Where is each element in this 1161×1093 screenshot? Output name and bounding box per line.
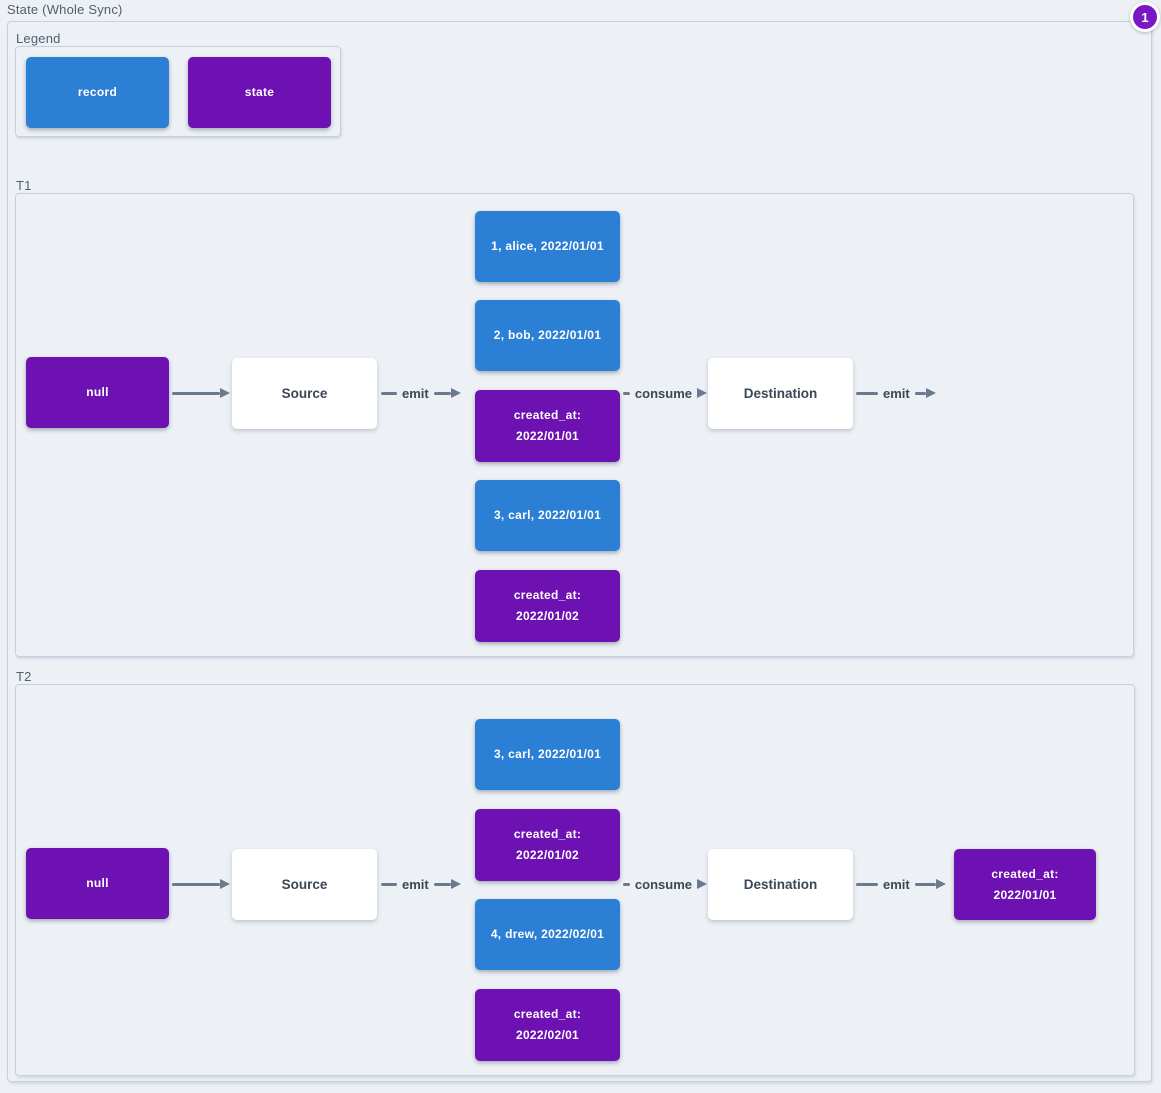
arrow-line <box>381 882 397 886</box>
arrow-line <box>914 882 936 886</box>
t2-output-state-node: created_at: 2022/01/01 <box>954 849 1096 920</box>
annotation-badge[interactable]: 1 <box>1130 2 1160 32</box>
arrowhead-icon <box>936 879 946 889</box>
t1-destination-node: Destination <box>708 358 853 429</box>
arrow-line <box>172 882 220 886</box>
t1-queue-state-2: created_at: 2022/01/02 <box>475 570 620 642</box>
t1-emit-arrow-destination: emit <box>856 385 936 401</box>
emit-label: emit <box>402 876 429 892</box>
t2-queue-record-1: 3, carl, 2022/01/01 <box>475 719 620 790</box>
arrowhead-icon <box>926 388 936 398</box>
section-t1-container <box>15 193 1134 657</box>
section-t2-container <box>15 684 1135 1076</box>
legend-label: Legend <box>16 31 61 46</box>
arrow-line <box>381 391 397 395</box>
section-t2-label: T2 <box>16 669 32 684</box>
t2-emit-arrow-source: emit <box>381 876 461 892</box>
legend-container <box>15 46 341 137</box>
emit-label: emit <box>883 876 910 892</box>
arrowhead-icon <box>451 388 461 398</box>
diagram-title: State (Whole Sync) <box>7 2 123 17</box>
consume-label: consume <box>634 876 692 892</box>
arrow-line <box>172 391 220 395</box>
t2-arrow-null-to-source <box>172 876 230 892</box>
t2-destination-node: Destination <box>708 849 853 920</box>
arrow-line <box>623 391 630 395</box>
arrow-line <box>914 391 926 395</box>
legend-record-node: record <box>26 57 169 128</box>
arrowhead-icon <box>220 388 230 398</box>
t2-consume-arrow: consume <box>623 876 707 892</box>
t2-null-state-node: null <box>26 848 169 919</box>
arrow-line <box>433 882 451 886</box>
arrow-line <box>856 882 878 886</box>
whole-sync-container <box>7 21 1152 1082</box>
t1-null-state-node: null <box>26 357 169 428</box>
emit-label: emit <box>883 385 910 401</box>
t1-source-node: Source <box>232 358 377 429</box>
t2-source-node: Source <box>232 849 377 920</box>
t2-emit-arrow-destination: emit <box>856 876 946 892</box>
t2-queue-record-2: 4, drew, 2022/02/01 <box>475 899 620 970</box>
consume-label: consume <box>634 385 692 401</box>
t2-queue-state-2: created_at: 2022/02/01 <box>475 989 620 1061</box>
t1-queue-record-2: 2, bob, 2022/01/01 <box>475 300 620 371</box>
arrowhead-icon <box>697 388 707 398</box>
t1-consume-arrow: consume <box>623 385 707 401</box>
t1-queue-record-1: 1, alice, 2022/01/01 <box>475 211 620 282</box>
t1-queue-state-1: created_at: 2022/01/01 <box>475 390 620 462</box>
arrow-line <box>623 882 630 886</box>
section-t1-label: T1 <box>16 178 32 193</box>
t1-queue-record-3: 3, carl, 2022/01/01 <box>475 480 620 551</box>
t1-emit-arrow-source: emit <box>381 385 461 401</box>
legend-state-node: state <box>188 57 331 128</box>
arrow-line <box>856 391 878 395</box>
t2-queue-state-1: created_at: 2022/01/02 <box>475 809 620 881</box>
arrowhead-icon <box>220 879 230 889</box>
arrow-line <box>433 391 451 395</box>
emit-label: emit <box>402 385 429 401</box>
arrowhead-icon <box>697 879 707 889</box>
arrowhead-icon <box>451 879 461 889</box>
t1-arrow-null-to-source <box>172 385 230 401</box>
